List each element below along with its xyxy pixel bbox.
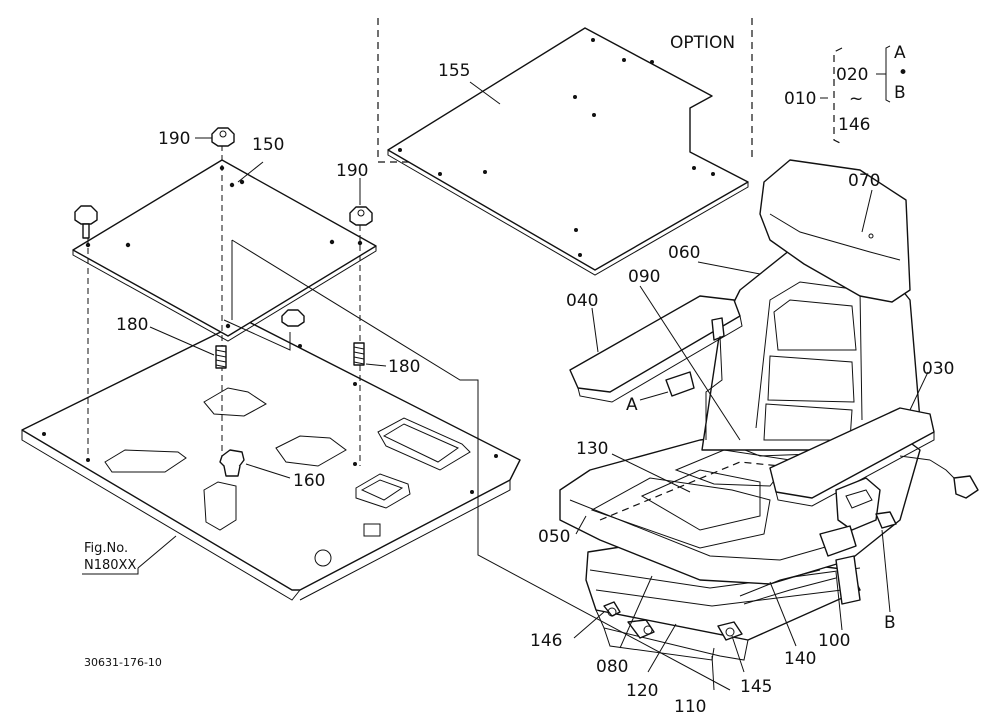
callout-090: 090 (628, 267, 660, 287)
legend-range-start: 020 (836, 65, 868, 85)
armrest-030 (769, 407, 935, 507)
legend-range-end: 146 (838, 115, 870, 135)
legend-range-tilde: ~ (849, 89, 863, 109)
callout-140: 140 (784, 649, 816, 669)
callout-080: 080 (596, 657, 628, 677)
seat-wire-harness (899, 455, 979, 499)
grommet-160 (219, 449, 245, 477)
callout-030: 030 (922, 359, 954, 379)
seat-base-plate (72, 159, 377, 342)
parts-legend: 010 020 ~ 146 A • B (784, 43, 908, 145)
stud-180-right (353, 342, 365, 366)
legend-variant-a: A (894, 43, 906, 63)
bolt-left (74, 205, 98, 239)
callout-190-left: 190 (158, 129, 190, 149)
option-label: OPTION (670, 33, 735, 53)
callout-180-right: 180 (388, 357, 420, 377)
callout-050: 050 (538, 527, 570, 547)
callout-110: 110 (674, 697, 706, 717)
callout-155: 155 (438, 61, 470, 81)
legend-variant-b: B (894, 83, 906, 103)
seat-belt-buckle (665, 371, 897, 531)
callout-160: 160 (293, 471, 325, 491)
nut-190-right (349, 206, 373, 226)
drawing-code: 30631-176-10 (84, 656, 162, 669)
armrest-040 (569, 295, 743, 440)
figure-ref-number: N180XX (84, 558, 136, 573)
callout-070: 070 (848, 171, 880, 191)
callout-120: 120 (626, 681, 658, 701)
callout-060: 060 (668, 243, 700, 263)
stud-180-left (215, 345, 227, 369)
figure-ref-caption: Fig.No. (84, 541, 128, 556)
legend-parent: 010 (784, 89, 816, 109)
callout-labels: 190 150 190 180 180 160 155 OPTION 040 0… (116, 33, 954, 717)
ref-b: B (884, 613, 896, 633)
callout-180-left: 180 (116, 315, 148, 335)
callout-040: 040 (566, 291, 598, 311)
bolt-center (281, 309, 305, 327)
legend-variant-sep: • (898, 63, 908, 83)
callout-130: 130 (576, 439, 608, 459)
callout-145: 145 (740, 677, 772, 697)
seat-slide-rail (589, 567, 861, 607)
leader-lines (137, 81, 929, 691)
nut-190-left (211, 127, 235, 147)
option-plate-155 (387, 27, 749, 276)
suspension-lever (739, 525, 861, 605)
callout-100: 100 (818, 631, 850, 651)
figure-reference: Fig.No. N180XX (82, 541, 139, 575)
callout-150: 150 (252, 135, 284, 155)
ref-a: A (626, 395, 638, 415)
headrest-070 (759, 159, 911, 303)
callout-146: 146 (530, 631, 562, 651)
callout-190-right: 190 (336, 161, 368, 181)
